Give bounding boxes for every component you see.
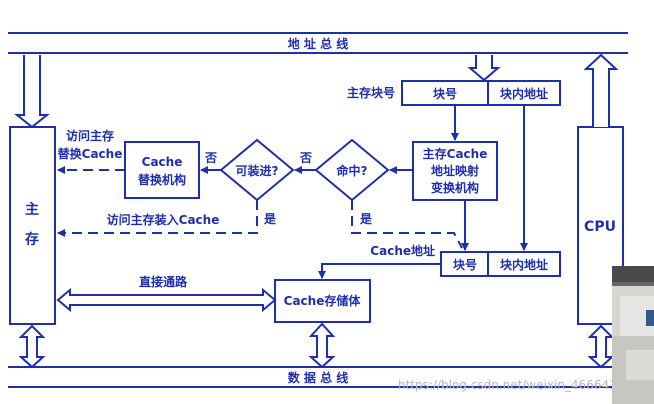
address-to-memory-arrow — [14, 55, 50, 129]
can-load-no-label: 否 — [204, 151, 217, 165]
mapping-label-2: 地址映射 — [431, 163, 479, 178]
cache-block-no-field: 块号 — [453, 257, 477, 272]
direct-path-arrow — [56, 287, 277, 313]
hit-yes-arrow — [351, 200, 463, 249]
cache-address-to-storage-arrow — [318, 263, 441, 279]
hit-label: 命中? — [336, 163, 368, 178]
data-bus-label: 数 据 总 线 — [288, 370, 349, 385]
memory-data-bus-arrow — [18, 324, 46, 369]
main-memory-block — [9, 126, 56, 325]
can-load-yes-label: 是 — [263, 212, 277, 226]
main-block-offset-field: 块内地址 — [500, 86, 548, 101]
address-bus — [8, 32, 628, 54]
main-address-register — [401, 80, 561, 106]
main-block-number-label: 主存块号 — [347, 85, 395, 100]
cache-data-bus-arrow — [308, 322, 336, 369]
replace-cache-label: 替换Cache — [58, 146, 123, 161]
hit-yes-label: 是 — [359, 212, 373, 226]
cpu-to-address-arrow — [583, 53, 619, 127]
can-load-yes-arrow — [57, 200, 258, 237]
replacement-label-2: 替换机构 — [138, 172, 186, 187]
main-memory-label-2: 存 — [25, 231, 39, 248]
main-memory-label-1: 主 — [25, 201, 39, 218]
cache-address-label: Cache地址 — [370, 243, 435, 258]
main-block-no-field: 块号 — [433, 86, 457, 101]
watermark-text: https://blog.csdn.net/weixin_46664114 — [398, 378, 632, 392]
cache-block-offset-field: 块内地址 — [500, 257, 548, 272]
data-bus — [8, 366, 628, 388]
mapping-label-3: 变换机构 — [431, 180, 479, 195]
cache-replacement-unit — [124, 141, 200, 199]
address-bus-label: 地 址 总 线 — [288, 36, 349, 51]
direct-path-label: 直接通路 — [139, 274, 188, 289]
address-to-register-arrow — [467, 55, 501, 82]
cpu-label: CPU — [584, 219, 616, 235]
access-memory-label: 访问主存 — [66, 128, 114, 143]
access-memory-load-label: 访问主存装入Cache — [107, 212, 220, 227]
cropped-photo-thumbnail — [612, 266, 654, 404]
hit-no-label: 否 — [299, 151, 312, 165]
cache-storage-label: Cache存储体 — [284, 293, 362, 308]
mapping-label-1: 主存Cache — [423, 146, 488, 161]
cpu-data-bus-arrow — [587, 324, 615, 369]
can-load-label: 可装进? — [236, 163, 279, 178]
replacement-label-1: Cache — [142, 155, 183, 169]
